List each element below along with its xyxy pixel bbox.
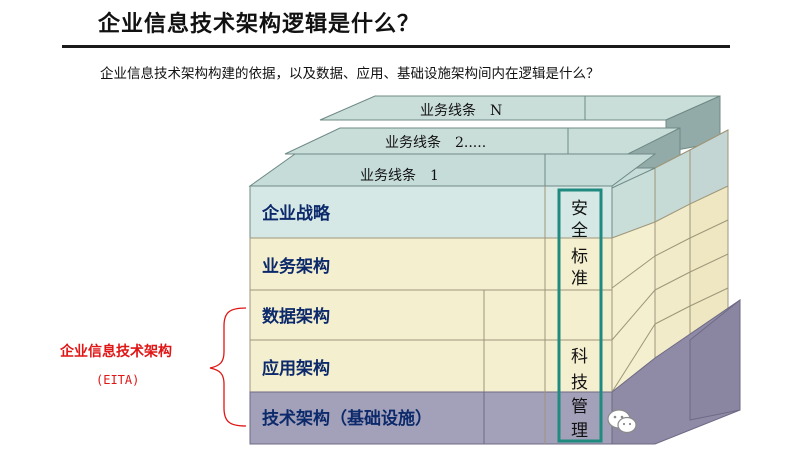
layer-label-business: 业务架构 [262, 256, 330, 277]
page-subtitle: 企业信息技术架构构建的依据，以及数据、应用、基础设施架构间内在逻辑是什么？ [100, 66, 600, 82]
eita-brace [209, 307, 247, 427]
wechat-icon [607, 409, 639, 439]
page-title: 企业信息技术架构逻辑是什么？ [98, 12, 421, 37]
governance-column-border [557, 188, 603, 443]
column-char: 管 [571, 397, 588, 417]
layer-label-application: 应用架构 [262, 358, 330, 379]
layer-label-technology: 技术架构（基础设施） [262, 408, 432, 429]
layer-application-architecture: 应用架构 [249, 339, 613, 393]
title-divider [62, 45, 730, 48]
governance-column: 安 全 标 准 科 技 管 理 [544, 186, 603, 444]
column-char: 技 [571, 373, 588, 393]
side-face-grid [611, 129, 741, 445]
layer-label-strategy: 企业战略 [261, 203, 331, 224]
business-line-1-slab: 业务线条 1 [248, 153, 657, 189]
column-char: 准 [571, 269, 588, 289]
layer-data-architecture: 数据架构 [249, 289, 613, 392]
business-line-1-label: 业务线条 1 [360, 167, 439, 184]
column-char: 全 [571, 221, 588, 241]
eita-abbreviation: (EITA) [96, 373, 140, 387]
layer-label-data: 数据架构 [262, 306, 330, 327]
column-char: 标 [571, 247, 588, 267]
layer-business-architecture: 业务架构 [249, 237, 613, 291]
business-line-2-label: 业务线条 2..... [385, 134, 486, 151]
eita-label: 企业信息技术架构 [60, 344, 172, 360]
column-char: 安 [571, 199, 588, 219]
column-char: 科 [571, 347, 588, 367]
layer-enterprise-strategy: 企业战略 [249, 185, 613, 239]
column-char: 理 [571, 421, 588, 441]
layer-technology-architecture: 技术架构（基础设施） [249, 391, 613, 445]
business-line-n-label: 业务线条 N [420, 102, 502, 119]
